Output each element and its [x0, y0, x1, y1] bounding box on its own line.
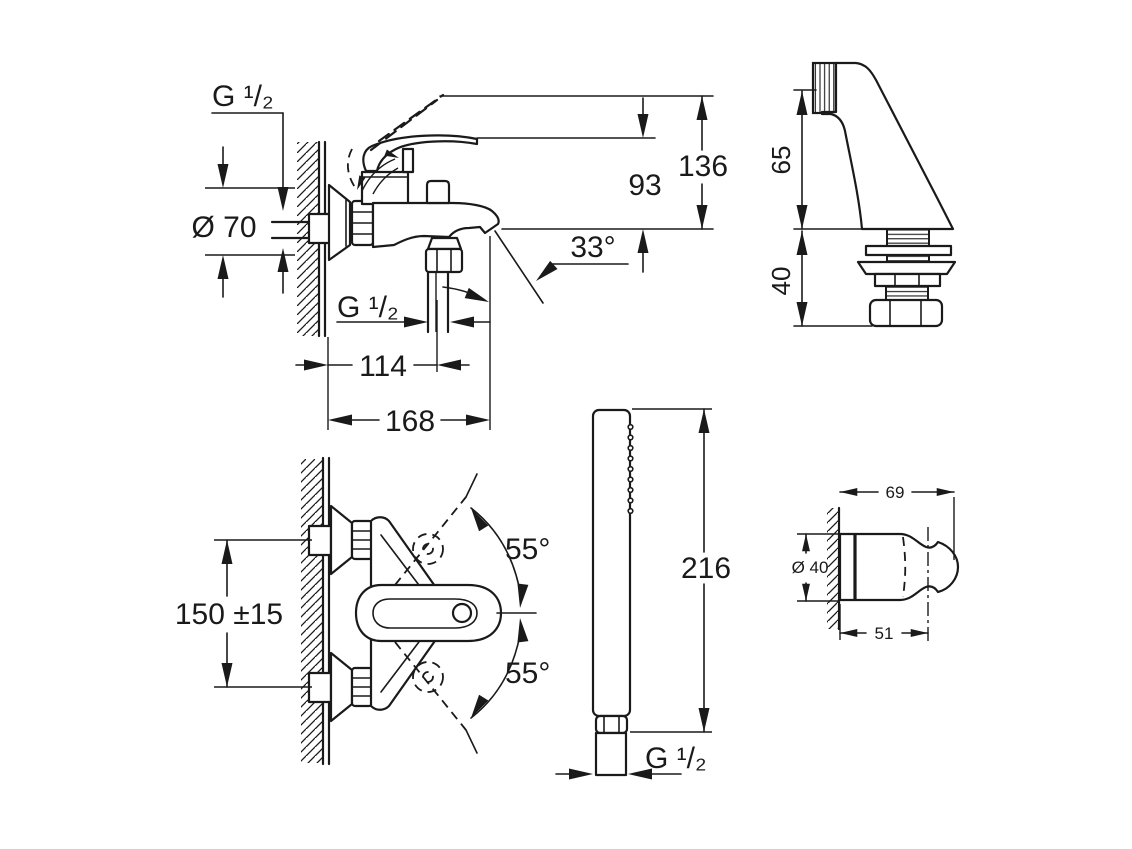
tail-thread-upper — [886, 228, 930, 247]
swivel-axis-upper — [394, 496, 467, 586]
dim-label-escutcheon-diameter: Ø 70 — [191, 211, 256, 244]
lever-swing-dashed — [346, 148, 357, 190]
dim-label-hole-distance: 150 ±15 — [175, 598, 283, 631]
dim-label-holder-depth: 69 — [886, 483, 905, 502]
hand-shower-body — [591, 408, 632, 718]
dim-spout-to-lever-raised: 136 — [678, 95, 728, 230]
dim-label-above-deck: 65 — [766, 146, 796, 175]
swivel-axis-lower — [394, 641, 467, 731]
dim-above-deck: 65 — [766, 90, 808, 230]
dim-hose-thread: G ¹/₂ — [336, 286, 492, 328]
dim-label-hose-thread: G ¹/₂ — [337, 291, 399, 324]
tail-thread-lower — [885, 285, 929, 301]
holder-position-lower — [412, 661, 444, 693]
inlet-nut — [594, 714, 629, 735]
lower-supply-fitting — [307, 671, 333, 704]
wall-hatching-front — [301, 459, 323, 763]
dim-label-shower-length: 216 — [681, 552, 731, 585]
cone-washer — [856, 260, 957, 276]
wall-hatching-holder — [827, 508, 839, 629]
dim-label-spout-angle: 33° — [570, 231, 615, 264]
holder-position-upper — [412, 533, 444, 565]
escutcheon — [327, 183, 352, 262]
dim-label-spout-to-lever-raised: 136 — [678, 150, 728, 183]
diverter-knob — [425, 179, 451, 205]
dim-holder-depth: 69 — [839, 483, 955, 560]
handle-loop-inner — [372, 598, 478, 629]
dim-label-wall-to-spout-tip: 168 — [385, 405, 435, 438]
dim-label-swivel-upper: 55° — [505, 533, 550, 566]
dim-wall-to-hose: 114 — [295, 350, 470, 383]
dim-swivel-upper: 55° — [466, 505, 550, 609]
lever-neck — [401, 147, 415, 174]
view-deck-union: 65 40 — [766, 61, 957, 328]
hose-outlet-neck — [426, 236, 463, 251]
shower-socket-thread — [811, 61, 838, 115]
dim-hole-distance: 150 ±15 — [175, 539, 312, 688]
wall-holder-body — [838, 532, 960, 602]
dim-label-spout-to-lever: 93 — [628, 169, 661, 202]
mixer-body-spout — [371, 201, 500, 249]
view-mixer-front: 55° 55° 150 ±15 — [175, 456, 550, 766]
mounting-nut — [868, 298, 944, 328]
dim-label-wall-to-hose: 114 — [359, 350, 407, 383]
dim-inlet-thread: G ¹/₂ — [555, 742, 707, 780]
dim-label-below-deck: 40 — [766, 267, 796, 296]
inlet-stub — [594, 731, 628, 777]
dim-swivel-lower: 55° — [466, 617, 550, 721]
dim-label-inlet-thread: G ¹/₂ — [645, 742, 707, 775]
view-hand-shower: 216 G ¹/₂ — [555, 408, 731, 780]
dim-holder-axis: 51 — [839, 604, 929, 643]
spray-face-dots — [627, 423, 634, 515]
dim-spout-angle: 33° — [494, 230, 629, 304]
view-wall-holder: 69 Ø 40 51 — [792, 483, 960, 643]
deck-union-body — [820, 61, 955, 231]
dim-spout-to-lever: 93 — [628, 97, 662, 273]
holder-hidden-edge — [902, 536, 907, 598]
dim-label-swivel-lower: 55° — [505, 657, 550, 690]
upper-escutcheon — [329, 504, 354, 576]
hose-nut — [424, 247, 464, 274]
dim-holder-diameter: Ø 40 — [792, 533, 838, 602]
dim-below-deck: 40 — [766, 230, 808, 327]
lower-escutcheon — [329, 651, 354, 723]
view-mixer-side: G ¹/₂ Ø 70 93 — [191, 80, 728, 438]
dim-wall-to-spout-tip: 168 — [328, 405, 490, 438]
dim-escutcheon-diameter: Ø 70 — [191, 146, 295, 298]
dim-shower-length: 216 — [630, 408, 731, 733]
horseshoe-washer — [864, 244, 953, 257]
dim-label-holder-diameter: Ø 40 — [792, 558, 829, 577]
dim-wall-thread: G ¹/₂ — [211, 80, 289, 294]
dim-label-holder-axis: 51 — [875, 624, 894, 643]
handle-loop-outer — [354, 583, 503, 643]
hex-collar — [873, 272, 942, 288]
handle-end-cap — [451, 602, 473, 624]
dim-label-wall-thread: G ¹/₂ — [212, 80, 274, 113]
upper-supply-fitting — [307, 524, 333, 557]
